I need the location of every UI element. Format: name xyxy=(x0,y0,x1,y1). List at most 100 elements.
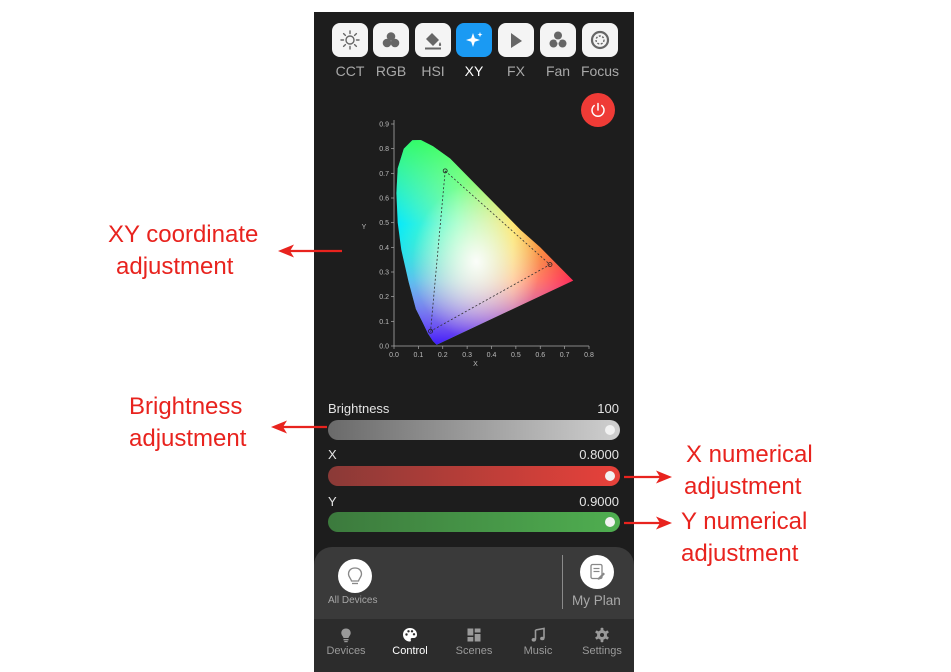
brightness-label: Brightness xyxy=(328,401,390,416)
my-plan-button[interactable] xyxy=(580,555,614,589)
arrow-icon xyxy=(624,470,672,484)
gamut-triangle xyxy=(430,170,551,332)
bottom-nav: Devices Control Scenes xyxy=(314,619,634,672)
callout-line: adjustment xyxy=(681,540,799,567)
gamut-point xyxy=(547,262,553,268)
tab-label: Fan xyxy=(545,63,571,79)
callout-line: Brightness xyxy=(129,393,243,420)
callout-line: adjustment xyxy=(129,425,247,452)
y-numerical-callout: Y numerical adjustment xyxy=(681,506,807,570)
tab-label: FX xyxy=(507,63,525,79)
x-tick-label: 0.5 xyxy=(511,352,521,359)
y-label: Y xyxy=(328,494,337,509)
fan-icon xyxy=(549,31,567,48)
y-tick-label: 0.8 xyxy=(379,146,389,153)
gear-icon xyxy=(595,627,609,643)
mode-tab-bar: CCT RGB HSI xyxy=(330,23,620,93)
y-tick-label: 0.7 xyxy=(379,171,389,178)
brightness-slider-thumb[interactable] xyxy=(605,425,615,435)
arrow-icon xyxy=(624,516,672,530)
panel-divider xyxy=(562,555,563,609)
all-devices-button[interactable] xyxy=(338,559,372,593)
tab-label: HSI xyxy=(421,63,445,79)
x-numerical-callout: X numerical adjustment xyxy=(684,439,813,503)
y-tick-label: 0.0 xyxy=(379,344,389,351)
y-slider-thumb[interactable] xyxy=(605,517,615,527)
nav-label: Music xyxy=(523,645,553,657)
brightness-value: 100 xyxy=(597,401,619,416)
tab-hsi[interactable]: HSI xyxy=(415,23,451,79)
nav-music[interactable]: Music xyxy=(506,619,570,672)
x-slider[interactable] xyxy=(328,466,620,486)
tab-fan[interactable]: Fan xyxy=(540,23,576,79)
y-tick-label: 0.5 xyxy=(379,220,389,227)
palette-icon xyxy=(403,628,417,642)
tab-cct[interactable]: CCT xyxy=(332,23,368,79)
tab-label: Focus xyxy=(580,63,620,79)
x-tick-label: 0.1 xyxy=(414,352,424,359)
grid-icon xyxy=(467,628,481,642)
x-tick-label: 0.6 xyxy=(535,352,545,359)
tab-xy[interactable]: XY xyxy=(456,23,492,79)
power-button[interactable] xyxy=(581,93,615,127)
callout-line: Y numerical xyxy=(681,508,808,535)
nav-devices[interactable]: Devices xyxy=(314,619,378,672)
gamut-point xyxy=(442,168,448,174)
x-axis-title: X xyxy=(473,361,478,368)
y-tick-label: 0.9 xyxy=(379,122,389,129)
callout-line: XY coordinate xyxy=(108,221,259,248)
nav-control[interactable]: Control xyxy=(378,619,442,672)
nav-settings[interactable]: Settings xyxy=(570,619,634,672)
gamut-point xyxy=(428,328,433,334)
y-tick-label: 0.4 xyxy=(379,245,389,252)
tab-focus[interactable]: Focus xyxy=(581,23,619,79)
sparkle-icon xyxy=(466,32,483,47)
arrow-icon xyxy=(278,244,342,258)
nav-scenes[interactable]: Scenes xyxy=(442,619,506,672)
callout-line: adjustment xyxy=(116,253,234,280)
bulb-icon xyxy=(341,628,351,643)
y-tick-label: 0.1 xyxy=(379,319,389,326)
brightness-slider[interactable] xyxy=(328,420,620,440)
x-tick-label: 0.8 xyxy=(584,352,594,359)
plan-document-icon xyxy=(590,563,605,580)
sun-icon xyxy=(340,30,360,50)
all-devices-label: All Devices xyxy=(328,595,378,606)
nav-label: Settings xyxy=(582,645,622,657)
y-tick-label: 0.6 xyxy=(379,196,389,203)
paint-bucket-icon xyxy=(425,33,442,50)
y-tick-label: 0.3 xyxy=(379,270,389,277)
y-axis-title: Y xyxy=(362,224,367,231)
focus-ring-icon xyxy=(590,30,610,50)
music-note-icon xyxy=(531,627,545,642)
rgb-circles-icon xyxy=(382,32,400,48)
x-tick-label: 0.7 xyxy=(560,352,570,359)
my-plan-label: My Plan xyxy=(572,593,621,608)
tab-rgb[interactable]: RGB xyxy=(373,23,409,79)
device-panel: All Devices My Plan xyxy=(314,547,634,619)
callout-line: X numerical xyxy=(686,441,813,468)
tab-label: RGB xyxy=(375,63,407,79)
nav-label: Control xyxy=(392,645,428,657)
nav-label: Devices xyxy=(326,645,366,657)
y-tick-label: 0.2 xyxy=(379,294,389,301)
brightness-callout: Brightness adjustment xyxy=(129,391,246,455)
tab-fx[interactable]: FX xyxy=(498,23,534,79)
phone-screen: CCT RGB HSI xyxy=(314,12,634,672)
x-slider-thumb[interactable] xyxy=(605,471,615,481)
xy-chromaticity-chart[interactable]: 0.0 0.1 0.2 0.3 0.4 0.5 0.6 0.7 0.8 0.0 0.1 0.2 0.3 0… xyxy=(358,116,608,378)
tab-label: XY xyxy=(464,63,484,79)
y-slider[interactable] xyxy=(328,512,620,532)
x-tick-label: 0.2 xyxy=(438,352,448,359)
x-tick-label: 0.4 xyxy=(487,352,497,359)
x-value: 0.8000 xyxy=(579,447,619,462)
arrow-icon xyxy=(271,420,327,434)
x-label: X xyxy=(328,447,337,462)
white-point-glow xyxy=(396,140,574,345)
nav-label: Scenes xyxy=(455,645,493,657)
xy-coordinate-callout: XY coordinate adjustment xyxy=(108,219,258,283)
callout-line: adjustment xyxy=(684,473,802,500)
x-tick-label: 0.3 xyxy=(462,352,472,359)
x-tick-label: 0.0 xyxy=(389,352,399,359)
power-icon xyxy=(591,102,605,117)
